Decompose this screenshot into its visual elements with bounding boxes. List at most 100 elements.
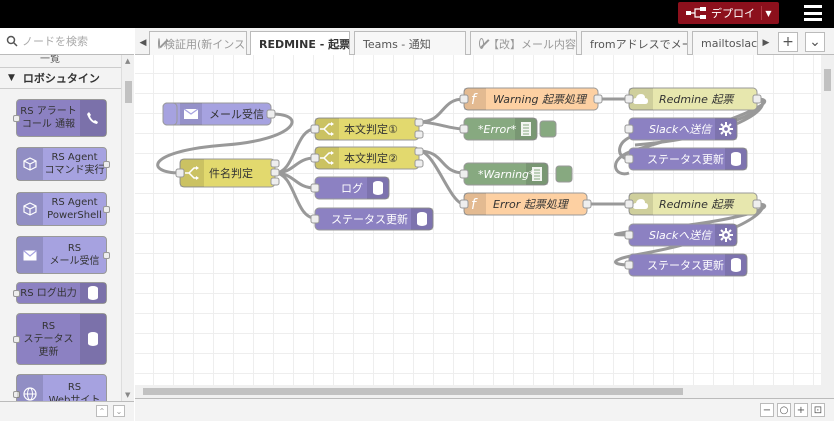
flow-svg: f: [156, 87, 767, 277]
database-icon: [80, 283, 106, 303]
flow-node-redmine-1[interactable]: Redmine 起票: [624, 87, 762, 111]
tabs-scroll-left-icon[interactable]: ◀: [139, 38, 147, 48]
node-palette: ノードを検索 一覧 ▼ ロボシュタイン RS アラートコール 通報 RS Agen…: [0, 28, 134, 421]
flow-node-log[interactable]: ログ: [310, 176, 390, 200]
node-label: Error 起票処理: [493, 198, 570, 211]
workspace-tabs: ◀ 検証用(新インスタ REDMINE - 起票 Teams - 通知 【改】メ…: [135, 28, 834, 56]
flow-node-warning-function[interactable]: Warning 起票処理: [459, 87, 603, 111]
flow-node-status-update-2[interactable]: ステータス更新: [624, 253, 748, 277]
node-label: Slackへ送信: [649, 229, 713, 242]
node-label: 本文判定②: [344, 151, 398, 165]
cube-icon: [17, 148, 43, 180]
canvas-horizontal-scrollbar[interactable]: [135, 385, 821, 398]
zoom-out-button[interactable]: −: [760, 403, 774, 417]
node-label: Redmine 起票: [659, 198, 735, 211]
envelope-icon: [183, 108, 199, 119]
database-icon: [731, 258, 741, 272]
flow-node-status-update-1[interactable]: ステータス更新: [624, 147, 748, 171]
node-label: Slackへ送信: [649, 123, 713, 136]
palette-search[interactable]: ノードを検索: [0, 28, 134, 55]
palette-node-text: RS アラートコール 通報: [20, 106, 77, 130]
flow-node-error-function[interactable]: Error 起票処理: [459, 192, 592, 216]
tab-list-button[interactable]: ⌄: [805, 32, 825, 52]
chevron-down-icon: ▼: [8, 73, 15, 83]
tabs-scroll-right-icon[interactable]: ▶: [762, 38, 770, 48]
database-icon: [417, 212, 427, 226]
palette-node-alert-call[interactable]: RS アラートコール 通報: [13, 99, 107, 137]
palette-node-text: RS ログ出力: [20, 287, 77, 299]
flow-node-redmine-2[interactable]: Redmine 起票: [624, 192, 762, 216]
palette-scrollbar[interactable]: ▲▼: [121, 55, 134, 401]
canvas-vertical-scrollbar[interactable]: [821, 55, 834, 398]
category-label: ロボシュタイン: [22, 72, 100, 85]
zoom-in-button[interactable]: +: [794, 403, 808, 417]
flow-node-subject-switch[interactable]: 件名判定: [175, 158, 280, 188]
tab-from-address[interactable]: fromアドレスでメー: [581, 31, 688, 55]
palette-footer: ⌃ ⌄: [0, 401, 134, 421]
node-label: ステータス更新: [331, 212, 408, 226]
node-label: ログ: [341, 181, 363, 195]
flow-node-mail-receive[interactable]: メール受信: [162, 102, 276, 126]
flow-node-body-switch-1[interactable]: 本文判定①: [310, 117, 424, 141]
tab-mailtoslack[interactable]: mailtoslack: [692, 31, 758, 55]
flow-node-status-update-mid[interactable]: ステータス更新: [310, 207, 434, 231]
node-label: *Warning*: [478, 168, 535, 181]
tab-mail-content[interactable]: 【改】メール内容: [470, 31, 577, 55]
category-header[interactable]: ▼ ロボシュタイン: [0, 67, 121, 89]
node-label: メール受信: [209, 108, 264, 121]
app-header: デプロイ ▼: [0, 0, 834, 28]
tab-redmine[interactable]: REDMINE - 起票: [250, 31, 350, 56]
envelope-icon: [17, 237, 43, 273]
hamburger-menu-icon[interactable]: [804, 5, 822, 21]
prev-category-tail: 一覧: [40, 55, 60, 65]
phone-icon: [80, 100, 106, 136]
flow-canvas[interactable]: f: [135, 55, 821, 398]
node-label: ステータス更新: [647, 258, 724, 272]
debug-toggle-button[interactable]: [539, 120, 557, 138]
flow-node-warning-debug[interactable]: *Warning*: [459, 162, 573, 186]
palette-node-log-output[interactable]: RS ログ出力: [13, 282, 107, 304]
database-icon: [731, 152, 741, 166]
navigator-button[interactable]: ⊡: [811, 403, 825, 417]
deploy-icon: [686, 7, 706, 19]
flow-node-error-debug[interactable]: *Error*: [459, 117, 557, 141]
deploy-menu-caret-icon[interactable]: ▼: [761, 6, 775, 20]
collapse-all-button[interactable]: ⌃: [96, 405, 108, 417]
canvas-footer: − ○ + ⊡: [135, 398, 834, 421]
node-label: Warning 起票処理: [493, 93, 588, 106]
flow-node-slack-1[interactable]: Slackへ送信: [624, 117, 738, 141]
disabled-icon: [158, 38, 160, 49]
zoom-reset-button[interactable]: ○: [777, 403, 791, 417]
node-label: Redmine 起票: [659, 93, 735, 106]
node-label: ステータス更新: [647, 152, 724, 166]
tab-teams[interactable]: Teams - 通知: [354, 31, 466, 55]
node-label: *Error*: [478, 123, 517, 136]
database-icon: [373, 181, 383, 195]
node-label: 件名判定: [209, 166, 253, 180]
deploy-button[interactable]: デプロイ ▼: [678, 2, 779, 24]
tab-verification[interactable]: 検証用(新インスタ: [149, 31, 247, 55]
disabled-icon: [479, 38, 484, 49]
debug-toggle-button[interactable]: [555, 165, 573, 183]
palette-node-label: RS アラートコール 通報: [17, 100, 80, 136]
debug-icon: [520, 121, 532, 137]
expand-all-button[interactable]: ⌄: [113, 405, 125, 417]
flow-node-body-switch-2[interactable]: 本文判定②: [310, 146, 424, 170]
cube-icon: [17, 193, 43, 225]
search-placeholder: ノードを検索: [22, 35, 88, 48]
add-tab-button[interactable]: +: [778, 32, 798, 52]
globe-icon: [17, 375, 43, 401]
search-icon: [6, 35, 18, 47]
flow-node-slack-2[interactable]: Slackへ送信: [624, 223, 738, 247]
